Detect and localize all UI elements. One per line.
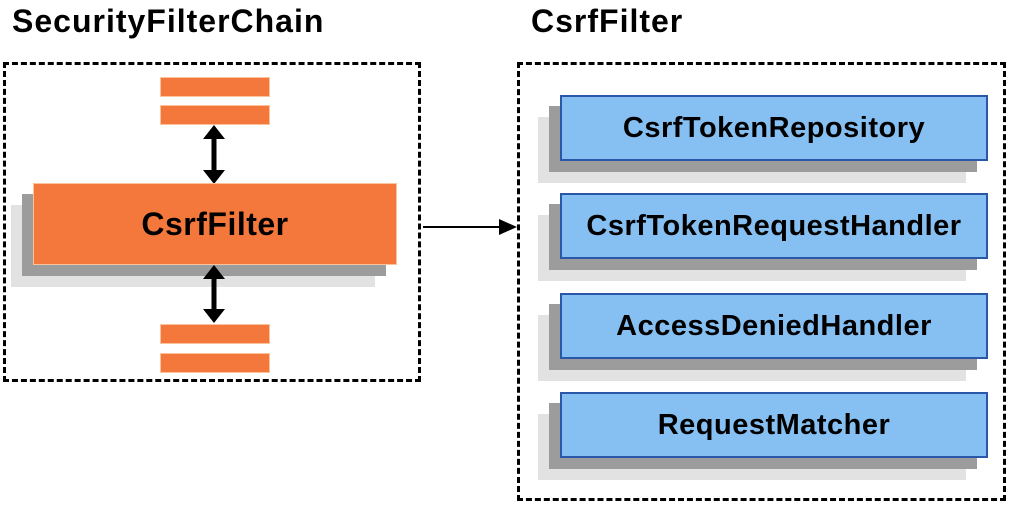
component-box-request-matcher: RequestMatcher xyxy=(560,392,988,458)
right-panel-title: CsrfFilter xyxy=(531,3,684,39)
component-label: CsrfTokenRepository xyxy=(622,111,926,144)
component-label: RequestMatcher xyxy=(657,408,891,441)
left-panel-title: SecurityFilterChain xyxy=(12,3,325,39)
csrf-filter-components-container: CsrfTokenRepository CsrfTokenRequestHand… xyxy=(517,62,1006,501)
component-box-access-denied-handler: AccessDeniedHandler xyxy=(560,293,988,359)
filter-placeholder-bar xyxy=(160,77,270,97)
filter-placeholder-bar xyxy=(160,324,270,344)
csrf-filter-box-label: CsrfFilter xyxy=(141,205,289,242)
flow-arrow-icon xyxy=(423,219,517,235)
component-box-csrf-token-repository: CsrfTokenRepository xyxy=(560,95,988,161)
arrow-up-down-icon xyxy=(203,265,225,323)
csrf-filter-box: CsrfFilter xyxy=(33,183,397,265)
filter-placeholder-bar xyxy=(160,353,270,373)
arrow-up-down-icon xyxy=(203,125,225,184)
component-label: AccessDeniedHandler xyxy=(616,309,932,342)
component-box-csrf-token-request-handler: CsrfTokenRequestHandler xyxy=(560,193,988,259)
component-label: CsrfTokenRequestHandler xyxy=(586,209,962,242)
filter-placeholder-bar xyxy=(160,105,270,125)
security-filter-chain-container: CsrfFilter xyxy=(3,62,421,382)
